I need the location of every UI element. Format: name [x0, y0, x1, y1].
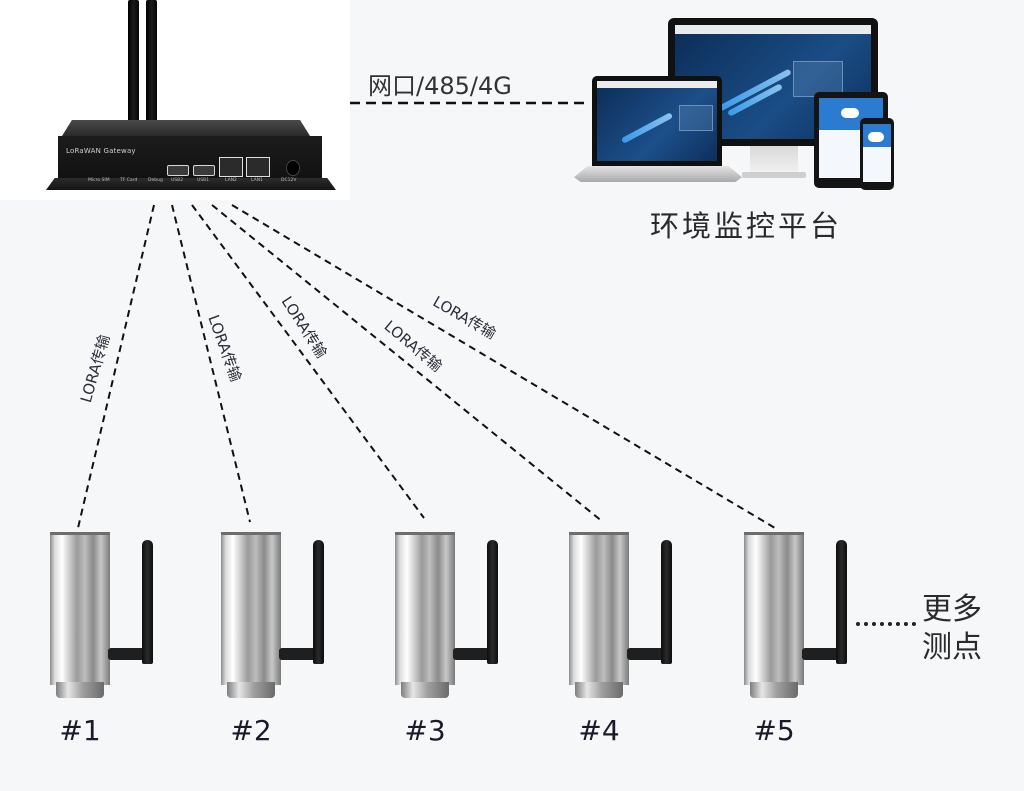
antenna-connector-icon: [108, 648, 150, 660]
power-jack-icon: [286, 160, 300, 176]
platform-label: 环境监控平台: [650, 209, 843, 243]
port-label: DC12V: [281, 178, 297, 183]
sensor-body: [744, 532, 804, 685]
lora-link-line: [191, 204, 425, 519]
sensor-body: [50, 532, 110, 685]
ethernet-port-icon: [219, 157, 243, 177]
uplink-label: 网口/485/4G: [368, 72, 512, 100]
wireless-sensor: [569, 532, 709, 707]
gateway-top-panel: [62, 120, 310, 136]
ethernet-port-icon: [246, 157, 270, 177]
antenna-connector-icon: [627, 648, 669, 660]
antenna-connector-icon: [802, 648, 844, 660]
antenna-connector-icon: [279, 648, 321, 660]
port-label: Debug: [148, 178, 163, 183]
port-label: USB1: [197, 178, 210, 183]
more-ellipsis: [856, 622, 916, 626]
sensor-antenna-icon: [836, 540, 847, 664]
gateway-mount-flange: [46, 178, 336, 190]
sensor-label: #4: [578, 714, 620, 747]
wireless-sensor: [744, 532, 884, 707]
gateway-antenna: [128, 0, 139, 122]
sensor-label: #2: [230, 714, 272, 747]
lora-link-line: [77, 204, 155, 529]
lora-link-label: LORA传输: [77, 333, 114, 405]
antenna-connector-icon: [453, 648, 495, 660]
gateway-antenna: [146, 0, 157, 122]
laptop-icon: [592, 76, 722, 166]
lora-link-line: [231, 204, 776, 529]
port-label: TF Card: [120, 178, 138, 183]
phone-icon: [860, 118, 894, 190]
lora-link-label: LORA传输: [204, 312, 245, 384]
lora-link-line: [211, 204, 604, 523]
lora-link-line: [171, 204, 251, 523]
lora-link-label: LORA传输: [430, 292, 499, 342]
sensor-antenna-icon: [661, 540, 672, 664]
port-label: LAN2: [225, 178, 237, 183]
more-label-line1: 更多: [922, 592, 982, 627]
sensor-body: [569, 532, 629, 685]
port-label: LAN1: [251, 178, 263, 183]
sensor-body: [395, 532, 455, 685]
monitor-stand: [750, 146, 798, 174]
lora-link-label: LORA传输: [381, 317, 446, 376]
usb-port-icon: [167, 165, 189, 176]
sensor-antenna-icon: [142, 540, 153, 664]
sensor-label: #3: [404, 714, 446, 747]
port-label: Micro SIM: [88, 178, 110, 183]
more-points-label: 更多 测点: [922, 591, 992, 667]
lora-link-label: LORA传输: [278, 293, 331, 361]
sensor-base: [750, 682, 798, 698]
wireless-sensor: [395, 532, 535, 707]
sensor-base: [56, 682, 104, 698]
sensor-label: #5: [753, 714, 795, 747]
sensor-label: #1: [59, 714, 101, 747]
sensor-base: [227, 682, 275, 698]
more-label-line2: 测点: [922, 630, 982, 665]
wireless-sensor: [221, 532, 361, 707]
sensor-body: [221, 532, 281, 685]
laptop-keyboard-base: [574, 166, 742, 182]
sensor-base: [401, 682, 449, 698]
gateway-front-panel: [58, 136, 322, 186]
gateway-brand-label: LoRaWAN Gateway: [66, 147, 136, 155]
sensor-antenna-icon: [487, 540, 498, 664]
usb-port-icon: [193, 165, 215, 176]
sensor-base: [575, 682, 623, 698]
wireless-sensor: [50, 532, 190, 707]
port-label: USB2: [171, 178, 184, 183]
sensor-antenna-icon: [313, 540, 324, 664]
monitor-base: [742, 172, 806, 178]
